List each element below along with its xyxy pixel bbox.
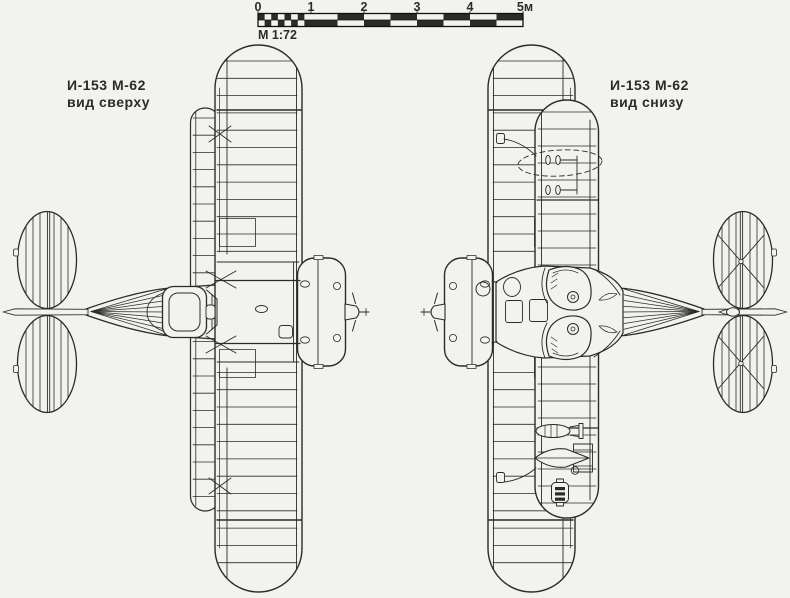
scale-tick-5: 5м [517,0,533,14]
underwing-stores [496,133,603,507]
scale-tick-2: 2 [361,0,368,14]
scale-tick-4: 4 [467,0,474,14]
cowl-opening [475,281,491,297]
scale-tick-3: 3 [414,0,421,14]
bomb-rack [545,154,578,196]
bomb-small [535,423,584,439]
scale-ratio-label: М 1:72 [258,28,297,42]
wheel-hub [567,291,579,303]
wheel [545,315,592,361]
bottom-view-title: И-153 М-62 [610,77,689,93]
bottom-view-label: И-153 М-62 вид снизу [610,77,689,110]
bottom-view-subtitle: вид снизу [610,94,684,110]
belly-hatch [505,300,523,323]
access-hatch [278,325,293,339]
gunsight [205,304,216,320]
aircraft-top-view [3,45,369,592]
wing-root-fillet [593,330,621,358]
interplane-bracing [205,125,237,495]
headrest-fairing [146,292,164,332]
scale-tick-marks [257,11,524,14]
wheel [545,265,592,311]
top-view-label: И-153 М-62 вид сверху [67,77,150,110]
cooling-louvre [551,478,569,507]
aileron-horn [496,133,537,483]
scale-tick-labels: 0 1 2 3 4 5м [255,0,534,14]
wheel-well-edge [541,322,548,359]
cockpit [146,285,218,339]
dashed-contour [517,149,603,177]
carb-intake [503,277,521,297]
scale-bar: 0 1 2 3 4 5м М 1:72 [255,0,534,42]
scale-tick-0: 0 [255,0,262,14]
aircraft-bottom-view [421,45,787,592]
fuel-filler-cap [255,305,268,313]
bomb-large [534,443,593,473]
scale-bar-blocks [258,13,523,27]
inspection-port [570,466,580,475]
tail-bracing [717,234,765,390]
top-view-subtitle: вид сверху [67,94,150,110]
scale-tick-1: 1 [308,0,315,14]
wing-root-fillet [593,268,621,296]
main-wheels [541,265,592,361]
wing-center-section [214,261,301,363]
tail-wheel [718,307,740,317]
belly-hatch [529,299,548,322]
wheel-hub [567,323,579,335]
wheel-well-edge [541,267,548,304]
top-view-title: И-153 М-62 [67,77,146,93]
